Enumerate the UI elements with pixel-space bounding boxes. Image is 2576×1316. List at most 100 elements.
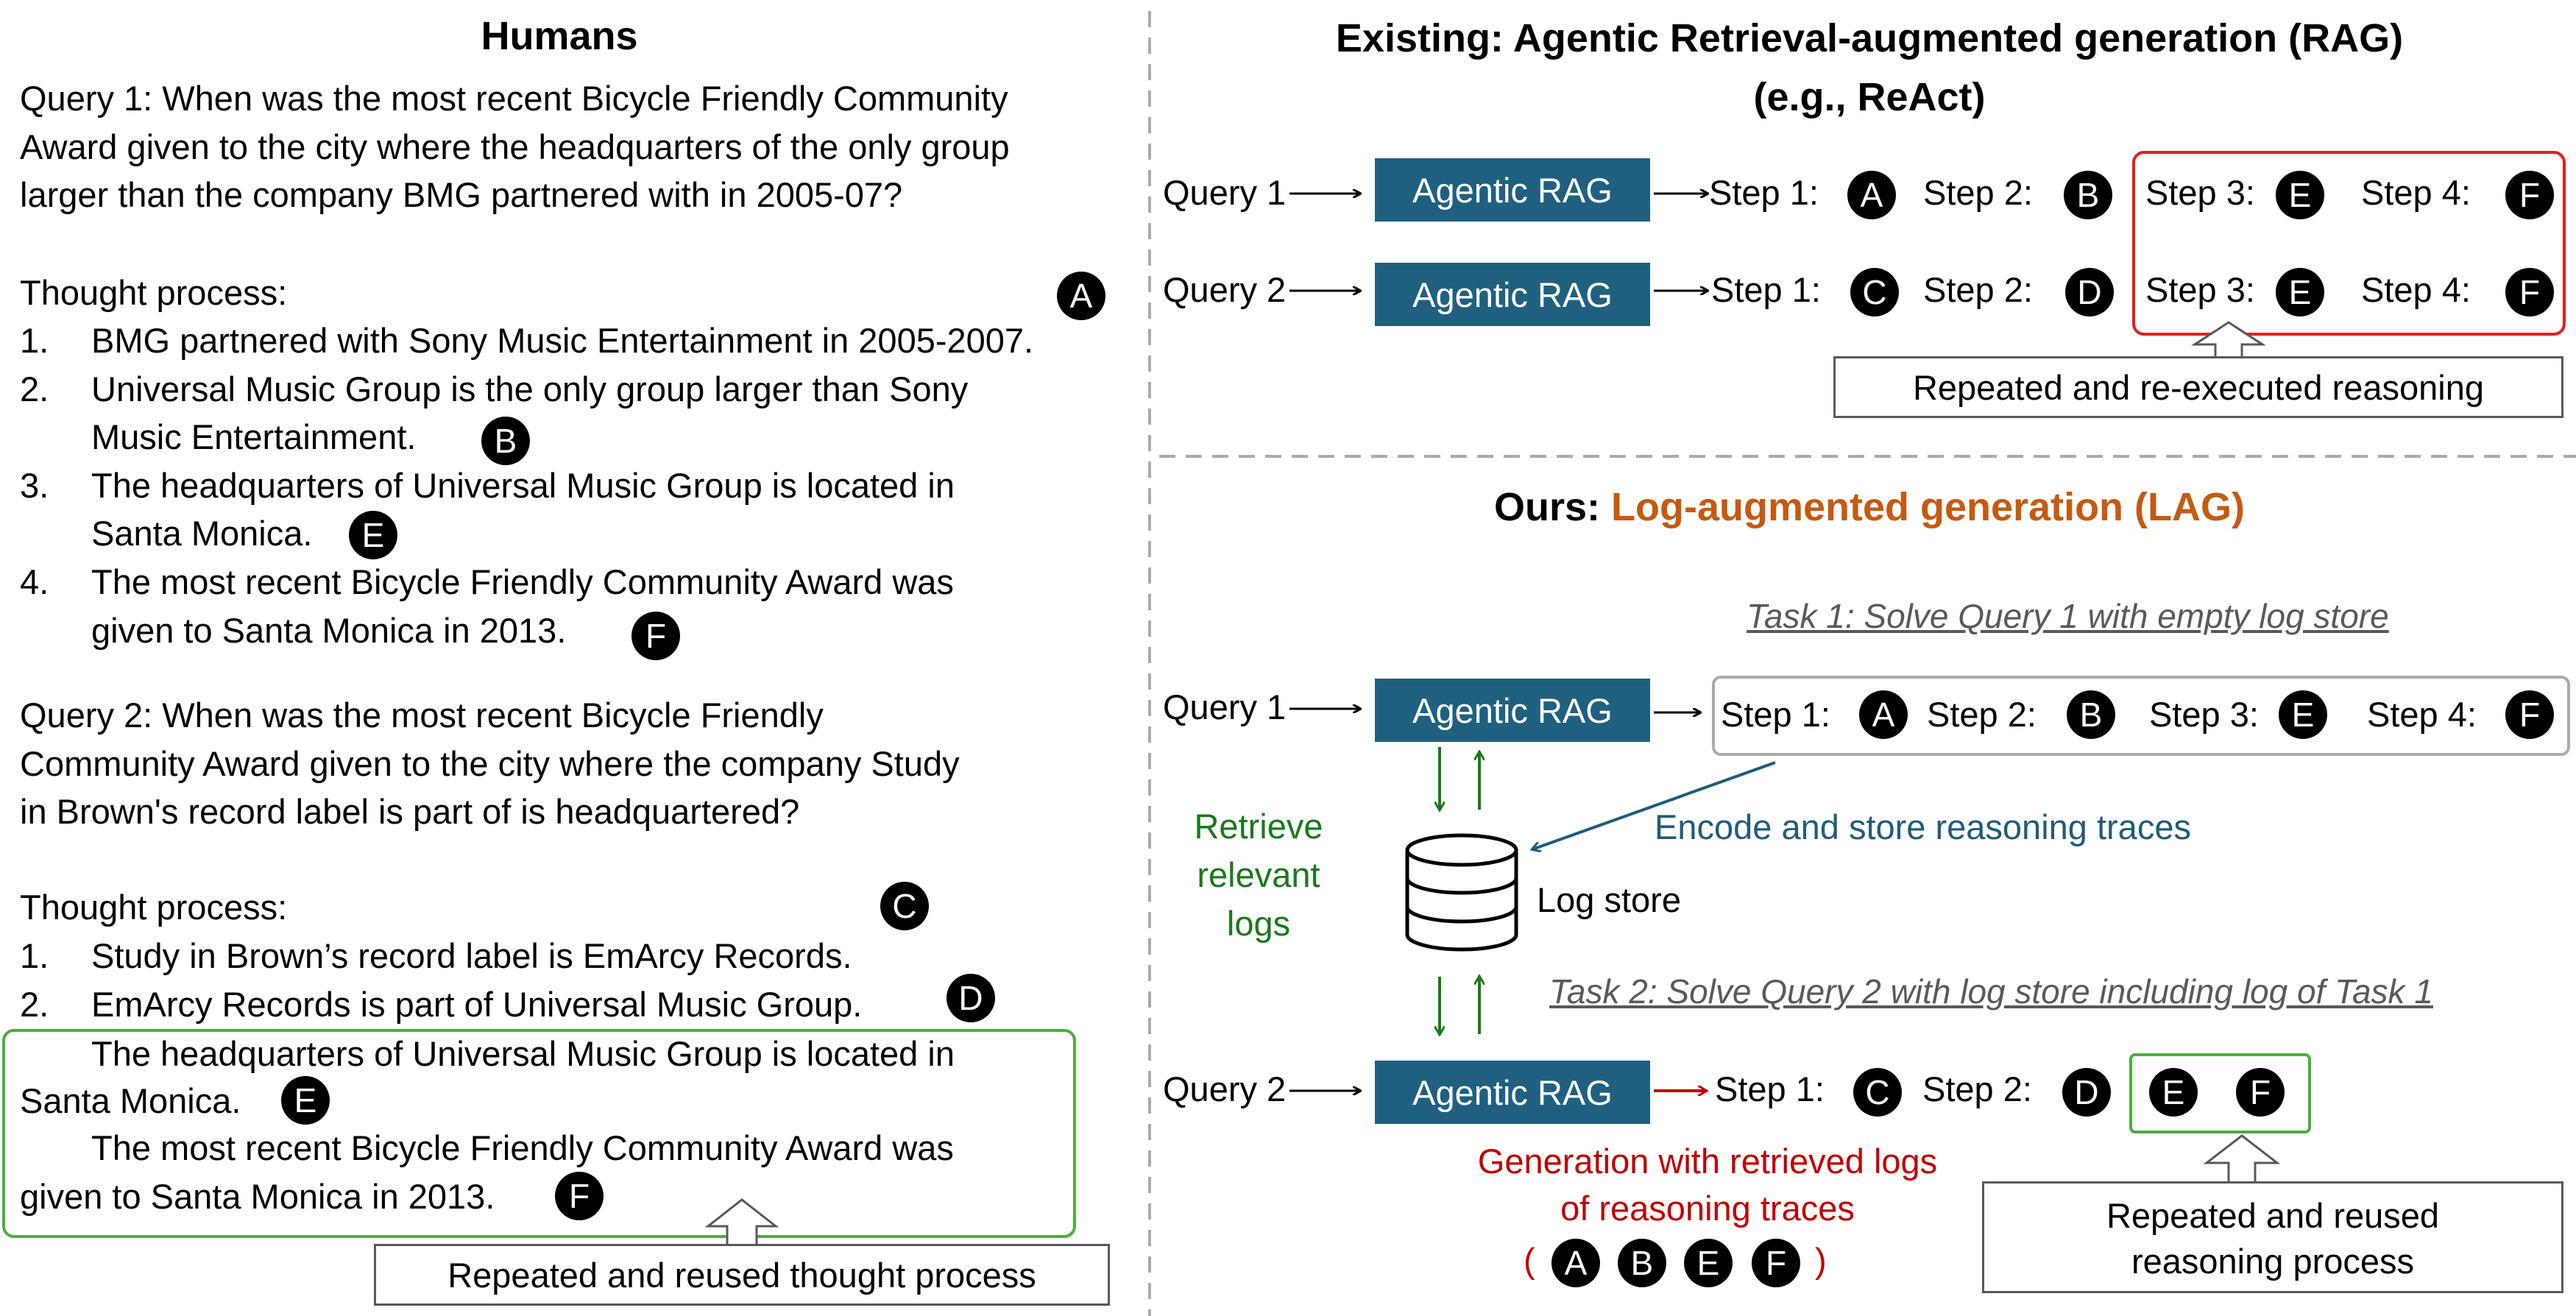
badge-e: E [2276, 268, 2324, 316]
badge-f: F [1752, 1239, 1800, 1287]
reused-reasoning-callout: Repeated and reused reasoning process [1982, 1181, 2563, 1293]
thought1-item-1: BMG partnered with Sony Music Entertainm… [91, 321, 1034, 360]
task1-agentic-rag: Agentic RAG [1375, 679, 1650, 742]
badge-a: A [1859, 690, 1908, 739]
badge-f: F [2505, 268, 2554, 316]
reused-line-4: given to Santa Monica in 2013. [20, 1177, 495, 1216]
badge-f: F [631, 612, 680, 660]
badge-d: D [2062, 1068, 2111, 1117]
reused-steps-box [2129, 1053, 2311, 1133]
badge-e: E [349, 511, 397, 559]
existing-r1-step2-label: Step 2: [1923, 173, 2033, 212]
badge-b: B [481, 417, 530, 465]
query2-line-1: Query 2: When was the most recent Bicycl… [20, 696, 824, 735]
reused-line-1: The headquarters of Universal Music Grou… [91, 1034, 955, 1073]
badge-e: E [1684, 1239, 1733, 1287]
badge-b: B [2067, 690, 2115, 739]
task2-step1-label: Step 1: [1715, 1069, 1825, 1108]
query1-line-3: larger than the company BMG partnered wi… [20, 175, 903, 214]
badge-a: A [1551, 1239, 1600, 1287]
thought1-num-2: 2. [20, 369, 49, 408]
badge-e: E [281, 1076, 330, 1125]
task1-step1-label: Step 1: [1721, 695, 1830, 734]
reused-line-3: The most recent Bicycle Friendly Communi… [91, 1128, 954, 1167]
ours-title-highlight: Log-augmented generation (LAG) [1611, 485, 2245, 529]
badge-c: C [880, 882, 929, 930]
task2-query: Query 2 [1163, 1069, 1287, 1108]
retrieve-line-2: relevant [1197, 855, 1320, 894]
thought2-item-2: EmArcy Records is part of Universal Musi… [91, 985, 863, 1024]
thought2-num-1: 1. [20, 936, 49, 975]
existing-title-line-1: Existing: Agentic Retrieval-augmented ge… [1335, 16, 2404, 60]
thought1-item-2b: Music Entertainment. [91, 417, 417, 456]
reexecuted-callout: Repeated and re-executed reasoning [1833, 356, 2563, 418]
generation-line-1: Generation with retrieved logs [1477, 1142, 1938, 1181]
reused-reasoning-callout-line-2: reasoning process [2131, 1242, 2415, 1281]
query2-line-3: in Brown's record label is part of is he… [20, 792, 800, 831]
badge-d: D [2065, 268, 2114, 316]
task2-agentic-rag: Agentic RAG [1375, 1061, 1650, 1124]
repeated-steps-box [2132, 151, 2566, 336]
task1-step2-label: Step 2: [1927, 695, 2037, 734]
query1-line-1: Query 1: When was the most recent Bicycl… [20, 79, 1008, 118]
task1-label: Task 1: Solve Query 1 with empty log sto… [1747, 597, 2389, 635]
badge-d: D [946, 974, 995, 1022]
task2-step2-label: Step 2: [1922, 1069, 2032, 1108]
badge-f: F [555, 1172, 604, 1220]
task1-step4-label: Step 4: [2367, 695, 2477, 734]
thought2-item-1: Study in Brown’s record label is EmArcy … [91, 936, 852, 975]
badge-f: F [2505, 171, 2554, 219]
existing-r1-step1-label: Step 1: [1709, 173, 1819, 212]
badge-c: C [1853, 1068, 1902, 1117]
existing-r2-step2-label: Step 2: [1923, 270, 2033, 309]
retrieve-line-3: logs [1226, 904, 1291, 943]
badge-c: C [1850, 268, 1899, 316]
thought2-num-2: 2. [20, 985, 49, 1024]
task1-steps-box [1712, 676, 2570, 756]
badge-e: E [2149, 1068, 2198, 1117]
thought1-item-3a: The headquarters of Universal Music Grou… [91, 466, 955, 505]
retrieve-line-1: Retrieve [1194, 807, 1323, 846]
reused-thought-callout: Repeated and reused thought process [374, 1244, 1110, 1306]
callout-arrow-top [2190, 321, 2267, 356]
callout-arrow-left [704, 1198, 779, 1244]
generation-paren-close: ) [1815, 1241, 1827, 1280]
badge-b: B [1618, 1239, 1666, 1287]
encode-arrow [1532, 761, 1776, 849]
existing-query-2: Query 2 [1163, 270, 1287, 309]
thought1-num-3: 3. [20, 466, 49, 505]
badge-f: F [2236, 1068, 2285, 1117]
generation-paren-open: ( [1524, 1241, 1535, 1280]
database-icon [1405, 833, 1518, 952]
badge-f: F [2505, 690, 2554, 739]
reused-line-2: Santa Monica. [20, 1081, 241, 1120]
log-store-label: Log store [1537, 880, 1681, 919]
task1-query: Query 1 [1163, 687, 1287, 726]
encode-label: Encode and store reasoning traces [1655, 807, 2191, 846]
task1-step3-label: Step 3: [2149, 695, 2259, 734]
query2-line-2: Community Award given to the city where … [20, 744, 960, 783]
query1-line-2: Award given to the city where the headqu… [20, 127, 1010, 166]
existing-r2-step1-label: Step 1: [1711, 270, 1821, 309]
thought1-num-1: 1. [20, 321, 49, 360]
thought1-item-3b: Santa Monica. [91, 514, 313, 553]
existing-r1-step3-label: Step 3: [2145, 173, 2255, 212]
reused-thought-box [2, 1029, 1076, 1238]
badge-a: A [1847, 171, 1896, 219]
badge-e: E [2279, 690, 2327, 739]
task2-label: Task 2: Solve Query 2 with log store inc… [1549, 972, 2433, 1011]
thought1-item-4b: given to Santa Monica in 2013. [91, 611, 567, 650]
thought1-item-2a: Universal Music Group is the only group … [91, 369, 969, 408]
thought1-label: Thought process: [20, 273, 288, 312]
existing-agentic-rag-2: Agentic RAG [1375, 263, 1650, 326]
reexecuted-callout-text: Repeated and re-executed reasoning [1912, 368, 2485, 407]
existing-r1-step4-label: Step 4: [2361, 173, 2471, 212]
ours-title-prefix: Ours: [1494, 485, 1612, 529]
existing-query-1: Query 1 [1163, 173, 1287, 212]
callout-arrow-bottom-right [2203, 1134, 2281, 1181]
thought1-item-4a: The most recent Bicycle Friendly Communi… [91, 562, 954, 601]
existing-r2-step3-label: Step 3: [2145, 270, 2255, 309]
reused-reasoning-callout-line-1: Repeated and reused [2106, 1196, 2440, 1235]
thought1-num-4: 4. [20, 562, 49, 601]
